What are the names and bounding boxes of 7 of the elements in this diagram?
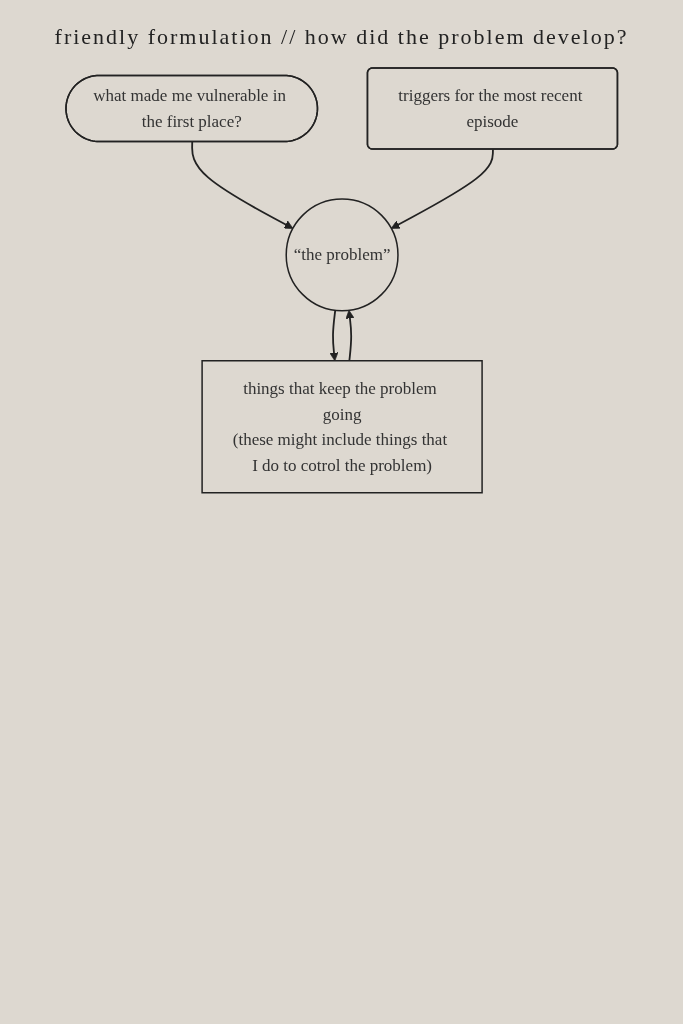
node-circle: “the problem”	[285, 198, 399, 312]
node-box: things that keep the problem going (these might include things that I do to cotrol the problem)	[201, 360, 483, 494]
arrow	[191, 141, 294, 229]
diagram-title: friendly formulation // how did the problem develop?	[53, 24, 630, 50]
arrow	[329, 309, 339, 362]
arrow	[390, 148, 494, 229]
arrow	[345, 309, 355, 362]
